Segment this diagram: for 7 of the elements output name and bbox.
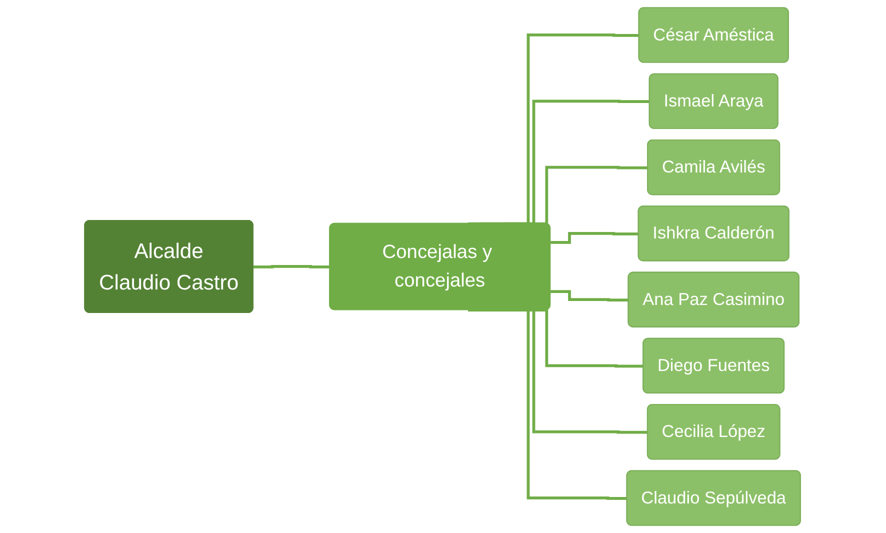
connector <box>505 166 649 226</box>
connector <box>468 34 640 226</box>
connector <box>254 265 331 268</box>
connector <box>551 290 630 302</box>
connector <box>480 100 650 226</box>
connector <box>468 308 628 500</box>
connector <box>551 232 640 244</box>
